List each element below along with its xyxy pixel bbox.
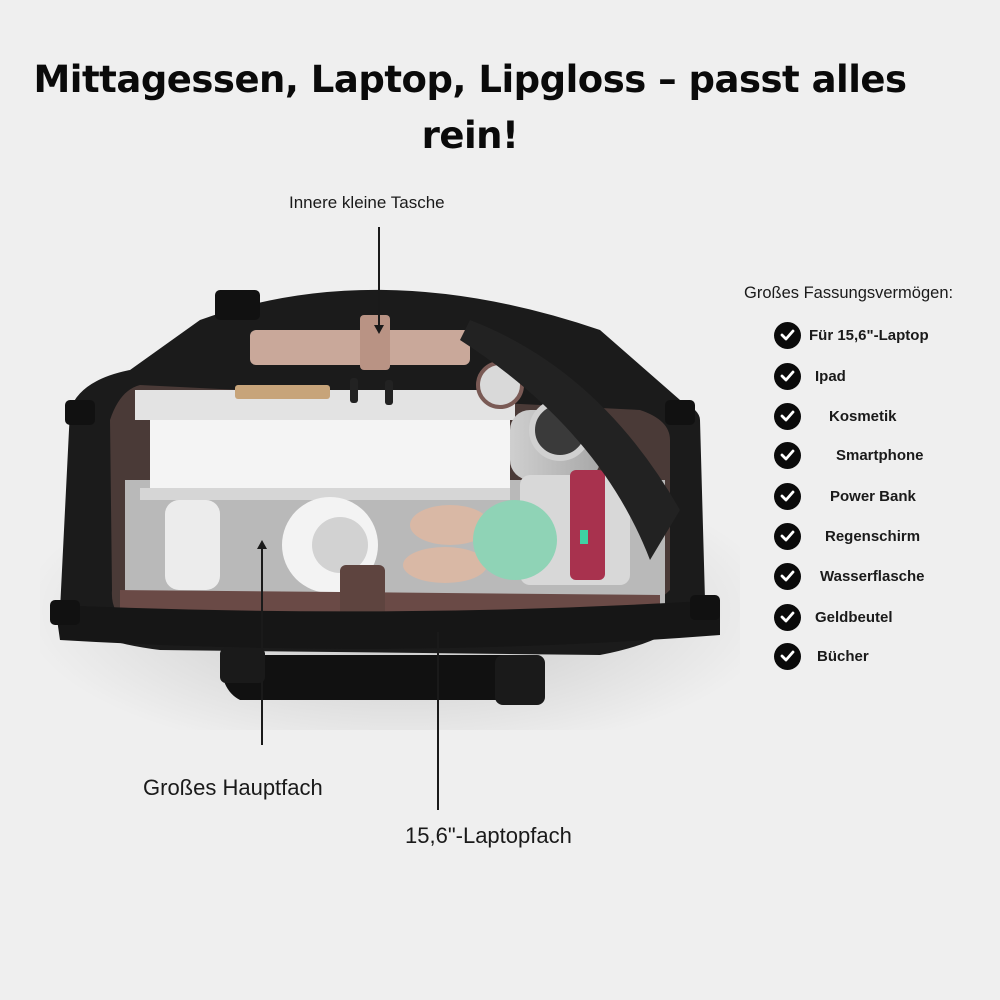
capacity-item-label: Regenschirm: [825, 527, 921, 545]
check-circle-icon: [774, 562, 801, 590]
check-circle-icon: [774, 642, 801, 670]
check-circle-icon: [774, 441, 801, 469]
capacity-item-label: Bücher: [817, 647, 869, 665]
capacity-item: Power Bank: [774, 481, 916, 511]
capacity-title: Großes Fassungsvermögen:: [744, 284, 954, 302]
capacity-item: Für 15,6"-Laptop: [774, 320, 929, 350]
leader-line-main-compartment: [261, 545, 263, 745]
capacity-item: Bücher: [774, 641, 869, 671]
capacity-item-label: Kosmetik: [829, 407, 897, 425]
headline-line-1: Mittagessen, Laptop, Lipgloss – passt al…: [33, 58, 907, 101]
check-circle-icon: [774, 603, 801, 631]
capacity-item: Wasserflasche: [774, 561, 925, 591]
capacity-item: Geldbeutel: [774, 602, 893, 632]
check-circle-icon: [774, 522, 801, 550]
capacity-item: Smartphone: [774, 440, 924, 470]
check-circle-icon: [774, 362, 801, 390]
arrow-up-icon: [257, 540, 267, 549]
capacity-item: Regenschirm: [774, 521, 920, 551]
leader-line-inner-pocket: [378, 227, 380, 327]
headline-line-2: rein!: [421, 114, 519, 157]
check-circle-icon: [774, 482, 801, 510]
check-circle-icon: [774, 321, 801, 349]
capacity-item: Ipad: [774, 361, 846, 391]
callout-main-compartment: Großes Hauptfach: [143, 775, 323, 800]
capacity-item-label: Power Bank: [830, 487, 916, 505]
capacity-item-label: Für 15,6"-Laptop: [809, 326, 929, 344]
capacity-item-label: Wasserflasche: [820, 567, 925, 585]
leader-line-laptop-compartment: [437, 632, 439, 810]
capacity-item: Kosmetik: [774, 401, 897, 431]
capacity-item-label: Ipad: [815, 367, 846, 385]
capacity-item-label: Smartphone: [836, 446, 924, 464]
capacity-item-label: Geldbeutel: [815, 608, 893, 626]
check-circle-icon: [774, 402, 801, 430]
callout-laptop-compartment: 15,6"-Laptopfach: [405, 823, 572, 848]
headline: Mittagessen, Laptop, Lipgloss – passt al…: [20, 52, 920, 164]
bag-product-image: [40, 289, 740, 730]
callout-inner-pocket: Innere kleine Tasche: [289, 193, 445, 212]
arrow-down-icon: [374, 325, 384, 334]
